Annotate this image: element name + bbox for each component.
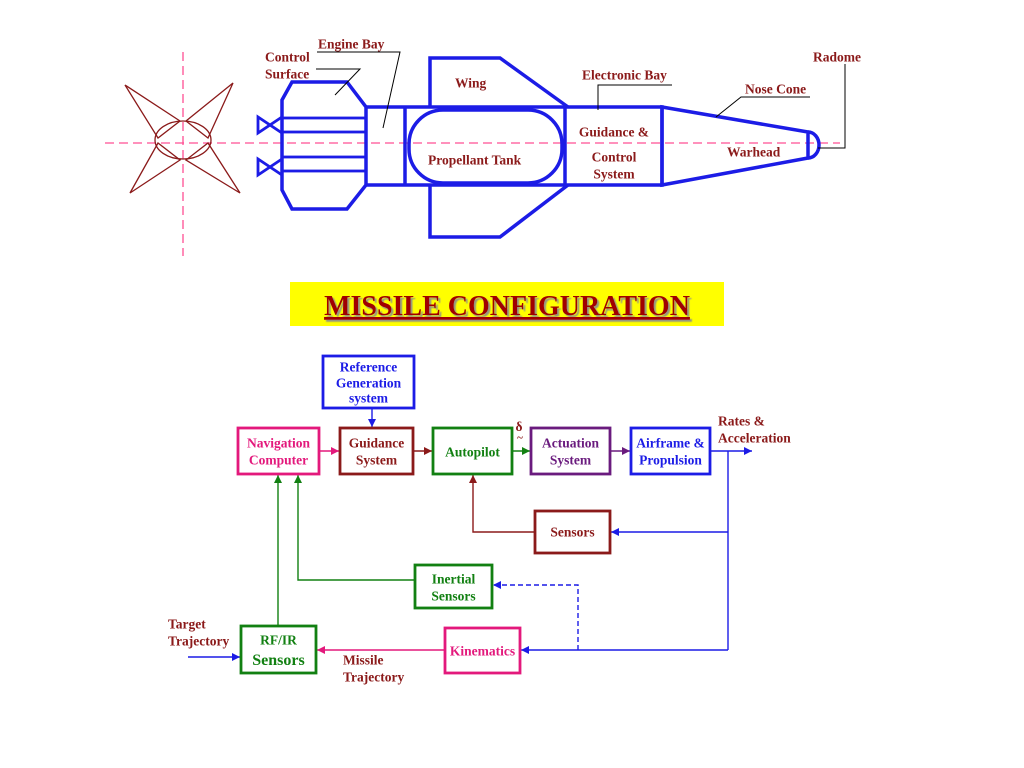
control-surface-leader xyxy=(316,68,362,96)
guidance-system-block: Guidance System xyxy=(338,426,415,476)
reference-generation-box xyxy=(321,354,416,410)
autopilot-label: Autopilot xyxy=(445,445,500,460)
tail-view-fin-lower-right xyxy=(184,142,241,194)
kinematics-box xyxy=(443,626,522,675)
autopilot-block: Autopilot xyxy=(431,426,514,476)
electronic-bay-label: Electronic Bay xyxy=(582,68,667,83)
rf-ir-sensors-block: RF/IR Sensors xyxy=(239,624,318,675)
delta-command-symbol: δ ~ xyxy=(515,419,523,444)
kinematics-label: Kinematics xyxy=(450,644,515,659)
tail-section-outline xyxy=(280,80,368,211)
autopilot-box xyxy=(431,426,514,476)
guidance-system-line1: Guidance xyxy=(349,436,405,451)
component-labels: Engine Bay Control Surface Wing Electron… xyxy=(265,37,861,182)
missile-configuration-drawing: Engine Bay Control Surface Wing Electron… xyxy=(105,37,861,256)
lower-wing xyxy=(428,183,570,239)
control-surface-label-line2: Surface xyxy=(265,67,309,82)
airframe-propulsion-box xyxy=(629,426,712,476)
actuation-system-box xyxy=(529,426,612,476)
target-trajectory-line1: Target xyxy=(168,617,206,632)
lower-control-surface-bowtie xyxy=(256,156,284,178)
tail-view-body-circle xyxy=(154,120,212,160)
nose-cone-leader xyxy=(715,96,810,118)
actuation-system-line2: System xyxy=(550,453,592,468)
arrow-sensors-to-autopilot xyxy=(469,475,535,533)
reference-generation-block: Reference Generation system xyxy=(321,354,416,410)
radome-label: Radome xyxy=(813,50,861,65)
navigation-computer-box xyxy=(236,426,321,476)
tail-view-fin-lower-left xyxy=(129,142,182,194)
tail-end-view xyxy=(124,82,241,194)
radome-leader xyxy=(818,64,846,149)
guidance-system-line2: System xyxy=(356,453,398,468)
missile-trajectory-annotation: Missile Trajectory xyxy=(343,653,404,685)
upper-control-surface-bowtie xyxy=(256,114,284,136)
inertial-sensors-line1: Inertial xyxy=(432,572,476,587)
page-title: MISSILE CONFIGURATION xyxy=(324,291,690,322)
nose-cone-label: Nose Cone xyxy=(745,82,806,97)
tail-view-fin-upper-left xyxy=(124,84,182,139)
reference-generation-line2: Generation xyxy=(336,376,402,391)
inertial-sensors-block: Inertial Sensors xyxy=(413,563,494,610)
rates-acceleration-line1: Rates & xyxy=(718,414,765,429)
delta-tilde: ~ xyxy=(517,432,523,444)
engine-bay-leader xyxy=(317,51,401,129)
reference-generation-line1: Reference xyxy=(340,360,397,375)
actuation-system-block: Actuation System xyxy=(529,426,612,476)
delta-symbol: δ xyxy=(515,419,522,434)
propellant-tank-label: Propellant Tank xyxy=(428,153,522,168)
airframe-propulsion-line1: Airframe & xyxy=(636,436,705,451)
missile-side-view xyxy=(256,56,821,239)
upper-wing xyxy=(428,56,570,109)
reference-generation-line3: system xyxy=(349,391,389,406)
tail-view-fin-upper-right xyxy=(184,82,234,140)
wing-label: Wing xyxy=(455,76,487,91)
sensors-block: Sensors xyxy=(533,509,612,555)
guidance-control-label-line1: Guidance & xyxy=(579,125,649,140)
title-banner: MISSILE CONFIGURATION xyxy=(290,282,724,326)
lower-nozzle xyxy=(280,155,368,173)
electronic-bay-leader xyxy=(597,84,672,110)
upper-nozzle xyxy=(280,116,368,134)
missile-trajectory-line1: Missile xyxy=(343,653,384,668)
control-surface-label-line1: Control xyxy=(265,50,310,65)
connections xyxy=(188,408,752,661)
engine-bay-label: Engine Bay xyxy=(318,37,385,52)
rates-acceleration-line2: Acceleration xyxy=(718,431,791,446)
radome xyxy=(807,130,821,160)
kinematics-block: Kinematics xyxy=(443,626,522,675)
title-background xyxy=(290,282,724,326)
inertial-sensors-line2: Sensors xyxy=(431,589,475,604)
target-trajectory-annotation: Target Trajectory xyxy=(168,617,229,649)
actuation-system-line1: Actuation xyxy=(542,436,599,451)
arrow-feedback-to-inertial-sensors xyxy=(493,581,579,650)
inertial-sensors-box xyxy=(413,563,494,610)
arrow-inertial-to-navigation xyxy=(294,475,415,581)
navigation-computer-line2: Computer xyxy=(249,453,308,468)
airframe-propulsion-block: Airframe & Propulsion xyxy=(629,426,712,476)
airframe-propulsion-line2: Propulsion xyxy=(639,453,702,468)
guidance-control-label-line2: Control xyxy=(592,150,637,165)
guidance-control-label-line3: System xyxy=(593,167,635,182)
navigation-computer-block: Navigation Computer xyxy=(236,426,321,476)
rf-ir-sensors-box xyxy=(239,624,318,675)
sensors-label: Sensors xyxy=(550,525,594,540)
target-trajectory-line2: Trajectory xyxy=(168,634,229,649)
rf-ir-sensors-line2: Sensors xyxy=(252,652,304,669)
missile-trajectory-line2: Trajectory xyxy=(343,670,404,685)
guidance-loop-block-diagram: Reference Generation system Navigation C… xyxy=(168,354,791,685)
rf-ir-sensors-line1: RF/IR xyxy=(260,633,297,648)
guidance-system-box xyxy=(338,426,415,476)
navigation-computer-line1: Navigation xyxy=(247,436,310,451)
leader-lines xyxy=(316,51,846,149)
sensors-box xyxy=(533,509,612,555)
warhead-label: Warhead xyxy=(727,145,781,160)
rates-acceleration-annotation: Rates & Acceleration xyxy=(718,414,791,446)
propellant-tank xyxy=(407,108,564,185)
